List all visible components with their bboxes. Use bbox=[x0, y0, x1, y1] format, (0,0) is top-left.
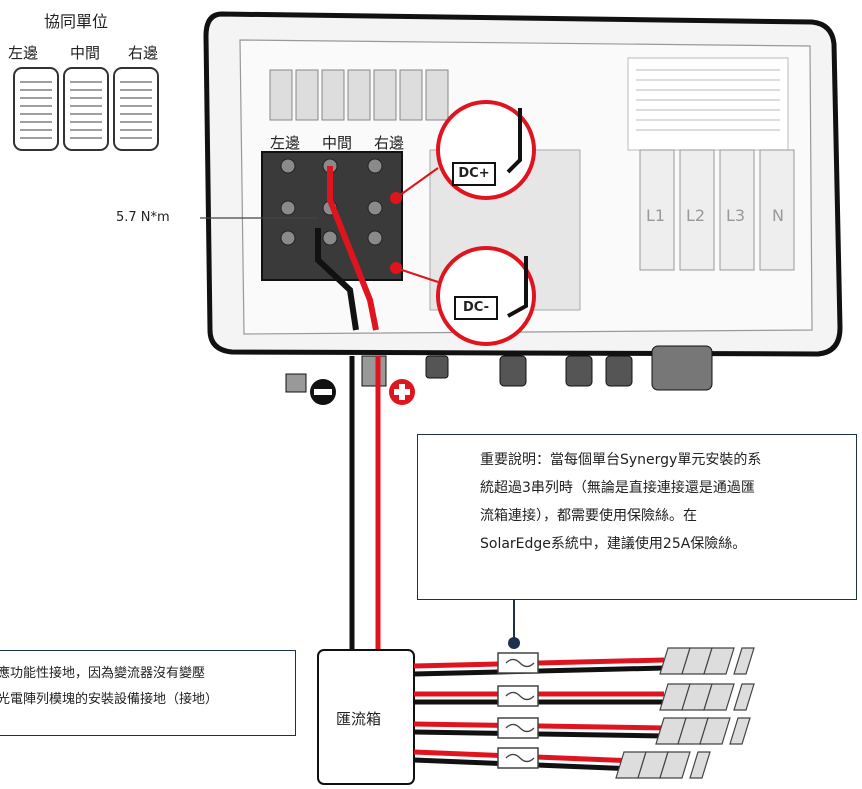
important-note-box: 重要說明：當每個單台Synergy單元安裝的系 統超過3串列時（無論是直接連接還… bbox=[417, 434, 857, 600]
important-note-line-4: SolarEdge系統中，建議使用25A保險絲。 bbox=[480, 536, 747, 552]
terminal-middle-label: 中間 bbox=[322, 134, 353, 152]
ground-note-line-1: 應功能性接地，因為變流器沒有變壓 bbox=[0, 666, 206, 681]
enclosure bbox=[203, 11, 843, 393]
important-note-line-3: 流箱連接），都需要使用保險絲。在 bbox=[480, 508, 697, 524]
ac-label-l1: L1 bbox=[646, 206, 666, 225]
combiner-box-label: 匯流箱 bbox=[336, 710, 382, 728]
unit-middle-label: 中間 bbox=[70, 44, 101, 62]
dc-minus-leader bbox=[395, 267, 439, 283]
ac-label-l3: L3 bbox=[726, 206, 746, 225]
ground-note-box: 應功能性接地，因為變流器沒有變壓 光電陣列模塊的安裝設備接地（接地） bbox=[0, 650, 296, 736]
important-note-line-2: 統超過3串列時（無論是直接連接還是通過匯 bbox=[480, 480, 755, 496]
unit-icon-left bbox=[13, 67, 59, 151]
dc-minus-label: DC- bbox=[454, 296, 498, 320]
string-4 bbox=[413, 747, 711, 779]
minus-marker bbox=[310, 379, 336, 405]
terminal-right-label: 右邊 bbox=[374, 134, 405, 152]
unit-left-label: 左邊 bbox=[8, 44, 39, 62]
plus-marker bbox=[389, 379, 415, 405]
dc-plus-dot bbox=[390, 192, 402, 204]
combiner-box bbox=[317, 649, 415, 785]
unit-icons bbox=[13, 67, 159, 151]
dc-plus-cable-inside bbox=[327, 166, 379, 331]
string-2 bbox=[414, 683, 755, 711]
ground-note-line-2: 光電陣列模塊的安裝設備接地（接地） bbox=[0, 692, 219, 707]
string-3 bbox=[413, 717, 751, 745]
ac-label-l2: L2 bbox=[686, 206, 706, 225]
note-connector-dot bbox=[508, 637, 520, 649]
terminal-left-label: 左邊 bbox=[270, 134, 301, 152]
unit-icon-right bbox=[113, 67, 159, 151]
dc-minus-cable-inside bbox=[315, 228, 359, 331]
important-note-line-1: 重要說明：當每個單台Synergy單元安裝的系 bbox=[480, 452, 762, 468]
torque-label: 5.7 N*m bbox=[116, 210, 170, 225]
dc-minus-dot bbox=[390, 262, 402, 274]
ac-label-n: N bbox=[772, 206, 784, 225]
unit-right-label: 右邊 bbox=[128, 44, 159, 62]
string-1 bbox=[413, 647, 755, 677]
dc-plus-leader bbox=[395, 167, 439, 199]
unit-icon-middle bbox=[63, 67, 109, 151]
string-cables bbox=[413, 647, 755, 779]
units-title: 協同單位 bbox=[44, 12, 109, 31]
dc-plus-label: DC+ bbox=[452, 162, 496, 186]
